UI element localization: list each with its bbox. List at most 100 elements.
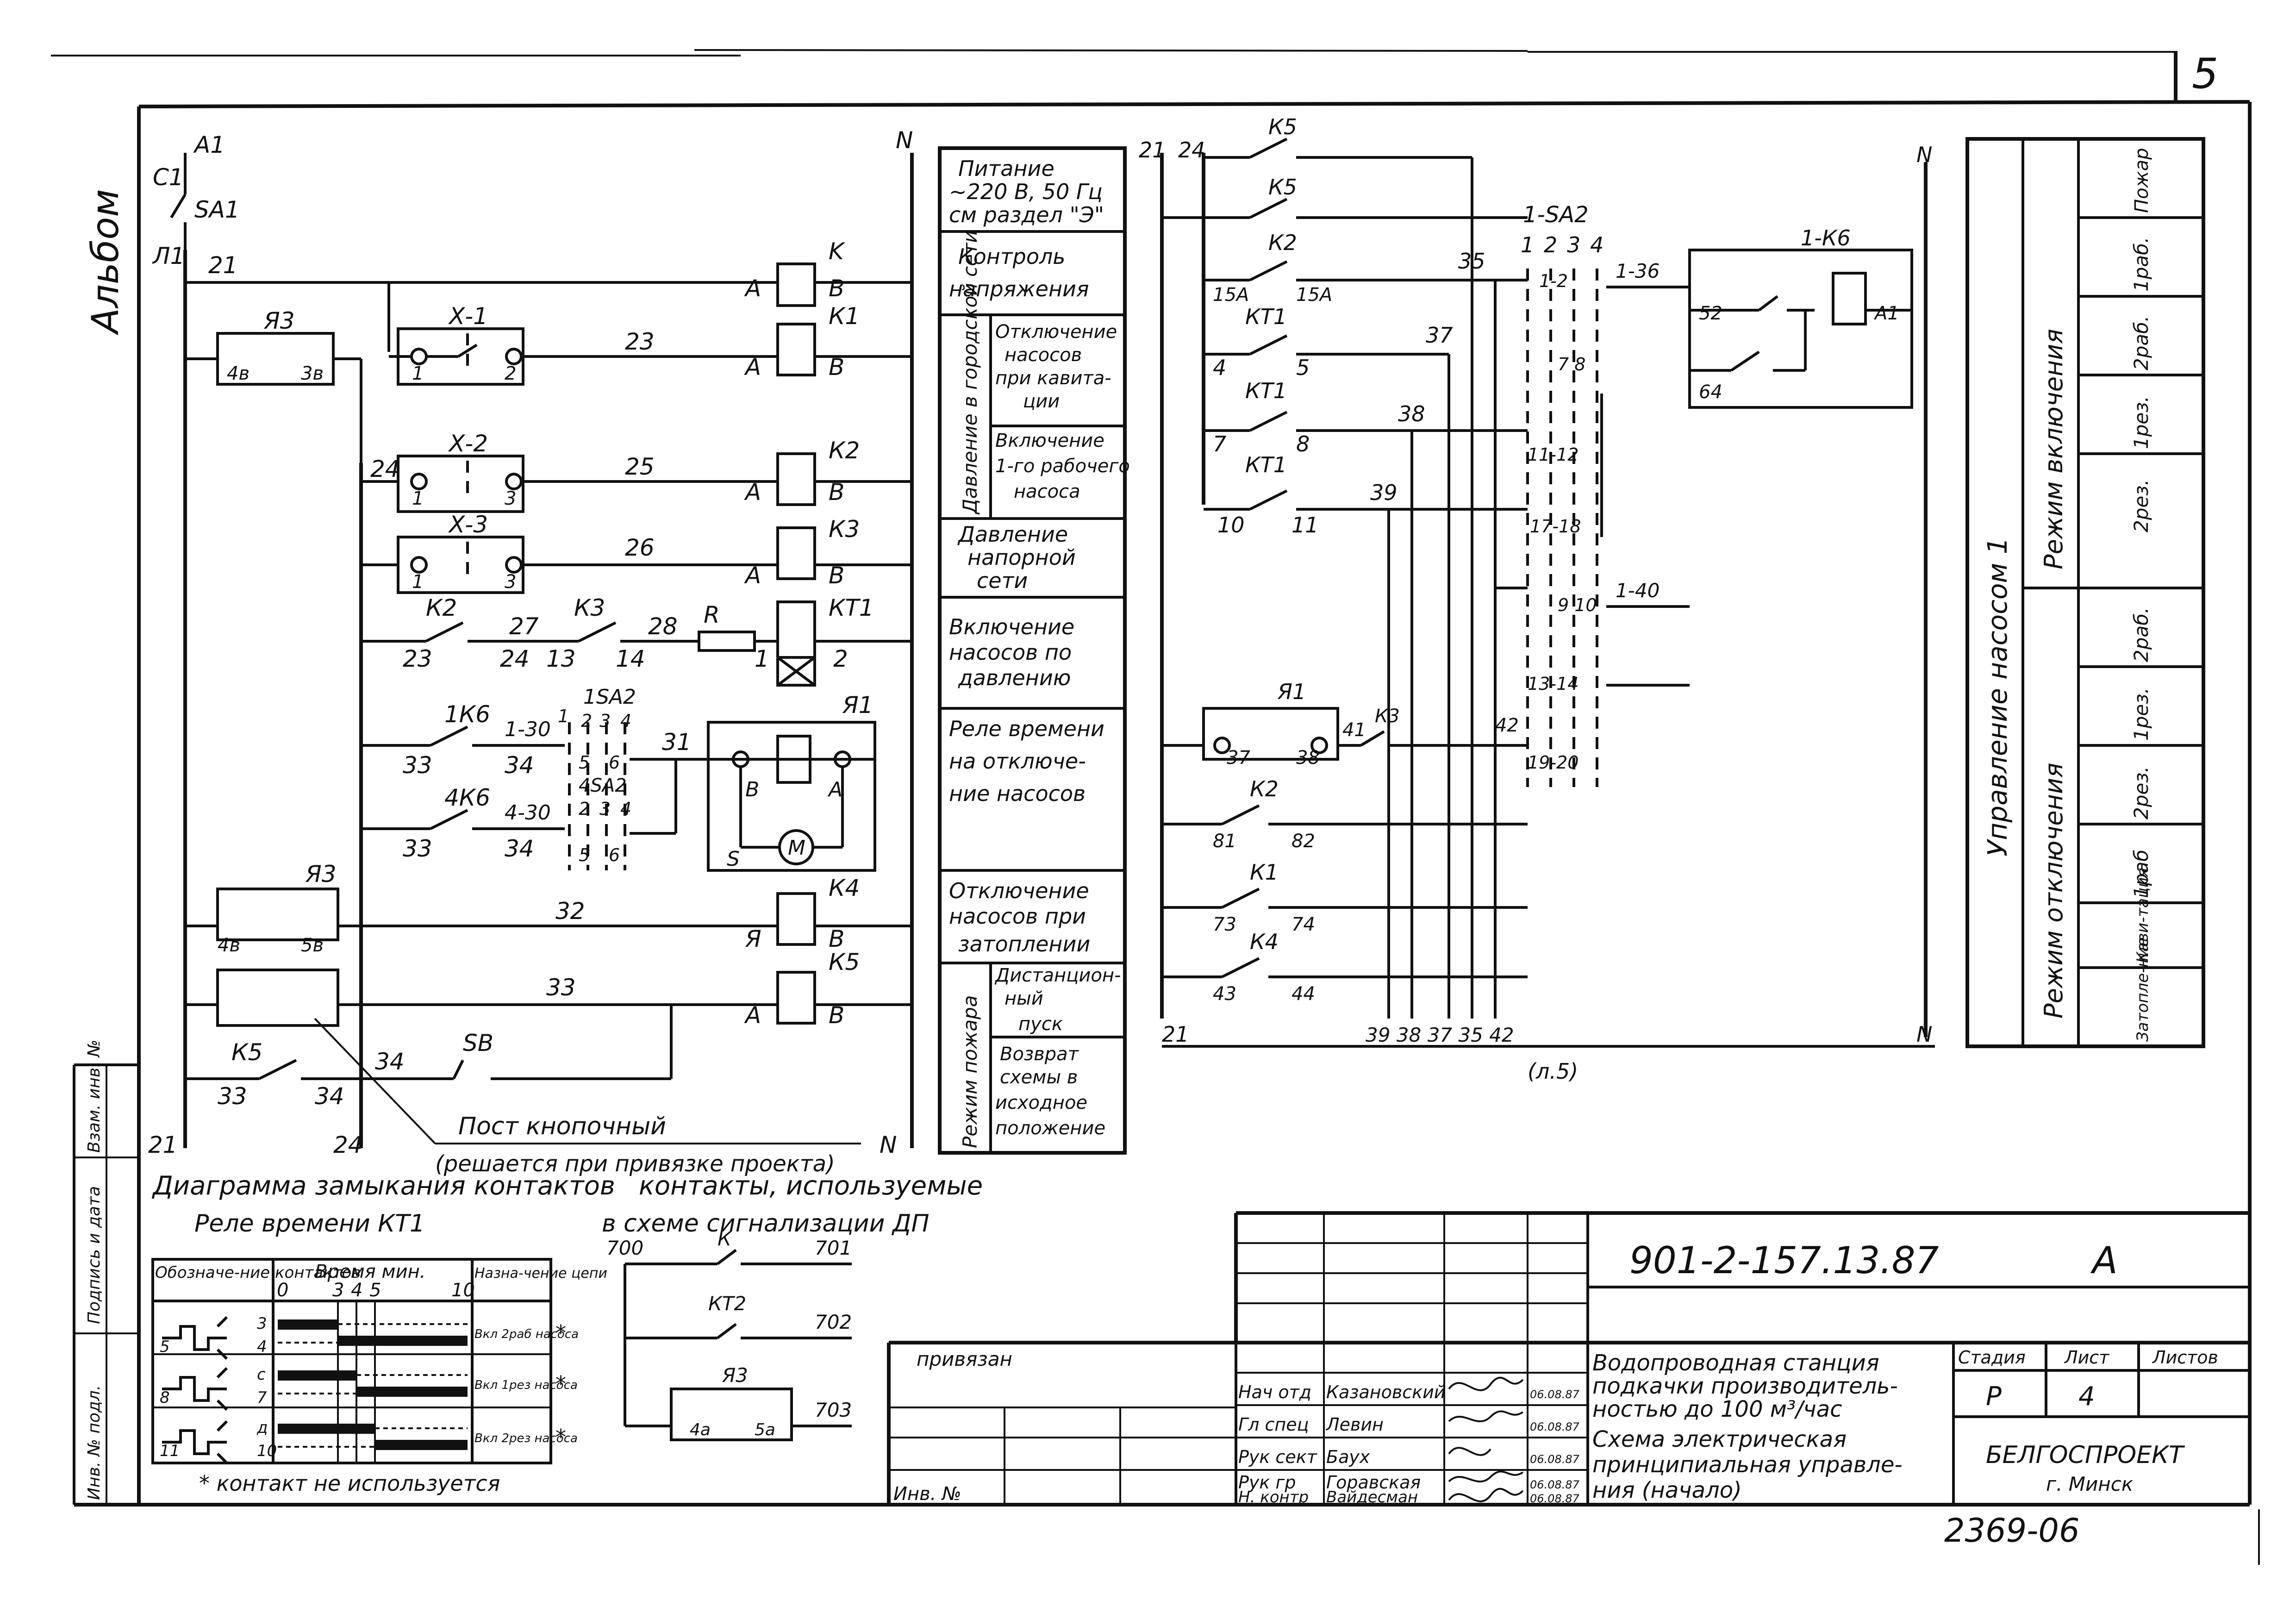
svg-text:42: 42 (1495, 715, 1519, 736)
svg-text:06.08.87: 06.08.87 (1530, 1388, 1580, 1401)
svg-text:N: N (1916, 142, 1932, 167)
svg-text:Вайдесман: Вайдесман (1326, 1488, 1418, 1507)
svg-text:34: 34 (505, 835, 534, 862)
svg-text:Я1: Я1 (1277, 679, 1306, 704)
svg-text:1раб.: 1раб. (2130, 237, 2152, 292)
svg-text:2: 2 (579, 799, 590, 819)
svg-text:Х-3: Х-3 (448, 511, 488, 538)
svg-text:1: 1 (412, 571, 424, 593)
svg-text:38: 38 (1398, 401, 1425, 426)
svg-text:А: А (744, 1002, 761, 1029)
svg-text:703: 703 (815, 1399, 852, 1421)
svg-text:(л.5): (л.5) (1528, 1059, 1578, 1084)
svg-text:Я3: Я3 (722, 1364, 748, 1387)
page-number: 5 (2192, 50, 2218, 98)
svg-text:3: 3 (505, 571, 516, 593)
svg-text:7: 7 (257, 1388, 267, 1407)
svg-text:при кавита-: при кавита- (995, 368, 1111, 389)
right-ladder (1160, 138, 1935, 1048)
svg-text:8: 8 (160, 1388, 170, 1407)
svg-text:21: 21 (148, 1132, 178, 1158)
svg-text:А1: А1 (193, 131, 225, 158)
svg-text:Возврат: Возврат (1000, 1044, 1079, 1065)
svg-text:К2: К2 (426, 594, 457, 621)
svg-text:5: 5 (1296, 355, 1310, 380)
svg-text:КТ1: КТ1 (1245, 304, 1287, 329)
svg-text:К3: К3 (1375, 706, 1400, 727)
svg-text:2: 2 (1544, 232, 1557, 257)
svg-text:на отключе-: на отключе- (949, 749, 1086, 774)
svg-text:Я1: Я1 (842, 692, 873, 719)
svg-text:ностью до 100 м³/час: ностью до 100 м³/час (1592, 1396, 1842, 1422)
svg-text:1-40: 1-40 (1616, 579, 1660, 602)
timing-labels: Обозначе-ние контактов Время мин. Назна-… (155, 1261, 607, 1496)
svg-text:11: 11 (1292, 513, 1319, 538)
mode-table (1965, 137, 2205, 1048)
svg-text:4в: 4в (218, 935, 240, 956)
svg-text:Гл спец: Гл спец (1238, 1414, 1309, 1435)
svg-text:13: 13 (546, 645, 576, 672)
svg-text:Включение: Включение (949, 614, 1074, 639)
svg-text:37: 37 (1227, 747, 1250, 769)
svg-text:M: M (788, 836, 805, 860)
svg-text:А: А (744, 479, 761, 506)
svg-text:700: 700 (606, 1237, 643, 1259)
svg-text:S: S (727, 847, 740, 871)
svg-text:06.08.87: 06.08.87 (1530, 1492, 1580, 1505)
svg-text:ние насосов: ние насосов (949, 781, 1086, 806)
svg-text:Я3: Я3 (305, 861, 337, 888)
svg-text:схемы в: схемы в (1000, 1067, 1078, 1088)
svg-text:Рук сект: Рук сект (1238, 1447, 1318, 1467)
svg-text:В: В (829, 1002, 844, 1029)
svg-text:Отключение: Отключение (949, 878, 1089, 903)
svg-text:Вкл 2раб насоса: Вкл 2раб насоса (474, 1327, 579, 1341)
svg-text:81: 81 (1213, 831, 1236, 852)
svg-text:КТ1: КТ1 (829, 594, 874, 621)
svg-text:35: 35 (1458, 249, 1485, 274)
svg-text:23: 23 (625, 328, 655, 355)
star-2: * (555, 1371, 566, 1396)
svg-text:принципиальная управле-: принципиальная управле- (1592, 1452, 1903, 1478)
svg-text:Режим включения: Режим включения (2039, 329, 2068, 569)
svg-text:3: 3 (599, 711, 611, 731)
svg-text:2: 2 (505, 363, 516, 384)
inventory-code: 2369-06 (1944, 1512, 2079, 1550)
svg-text:SA1: SA1 (194, 196, 240, 223)
svg-text:Обозначе-ние контактов: Обозначе-ние контактов (155, 1263, 361, 1282)
svg-text:Вкл 2рез насоса: Вкл 2рез насоса (474, 1432, 578, 1445)
svg-text:3: 3 (599, 799, 611, 819)
svg-text:34: 34 (375, 1048, 405, 1075)
svg-text:Время мин.: Время мин. (315, 1261, 425, 1282)
svg-text:ции: ции (1023, 391, 1060, 412)
svg-text:34: 34 (315, 1083, 344, 1110)
svg-text:32: 32 (555, 898, 585, 925)
svg-text:исходное: исходное (995, 1092, 1087, 1113)
svg-text:Контроль: Контроль (958, 244, 1066, 269)
svg-text:5: 5 (579, 752, 590, 773)
svg-text:К1: К1 (1250, 860, 1279, 885)
svg-text:К4: К4 (829, 875, 860, 901)
svg-text:7: 7 (1213, 431, 1226, 456)
svg-text:2: 2 (581, 711, 592, 731)
svg-text:Баух: Баух (1326, 1447, 1370, 1467)
svg-text:Затопле-ние: Затопле-ние (2134, 937, 2152, 1042)
svg-text:пуск: пуск (1018, 1013, 1063, 1035)
svg-text:Стадия: Стадия (1958, 1347, 2026, 1368)
svg-text:напряжения: напряжения (949, 276, 1089, 301)
svg-text:3в: 3в (301, 363, 324, 384)
svg-text:24: 24 (370, 456, 400, 482)
svg-text:44: 44 (1292, 983, 1315, 1005)
svg-text:SB: SB (463, 1030, 493, 1057)
svg-text:Режим отключения: Режим отключения (2039, 763, 2068, 1019)
svg-text:1-30: 1-30 (505, 718, 551, 741)
svg-text:Кави-тация: Кави-тация (2134, 868, 2152, 963)
signature-scribbles (1448, 1376, 1524, 1502)
stamp-replace-inv: Взам. инв. № (85, 1040, 104, 1153)
svg-text:33: 33 (546, 974, 576, 1001)
svg-text:Н. контр: Н. контр (1238, 1488, 1309, 1507)
svg-text:насосов по: насосов по (949, 640, 1072, 665)
svg-text:15А: 15А (1296, 284, 1332, 306)
svg-text:2рез.: 2рез. (2130, 766, 2152, 819)
svg-text:5: 5 (160, 1338, 170, 1356)
svg-text:38: 38 (1296, 747, 1320, 769)
